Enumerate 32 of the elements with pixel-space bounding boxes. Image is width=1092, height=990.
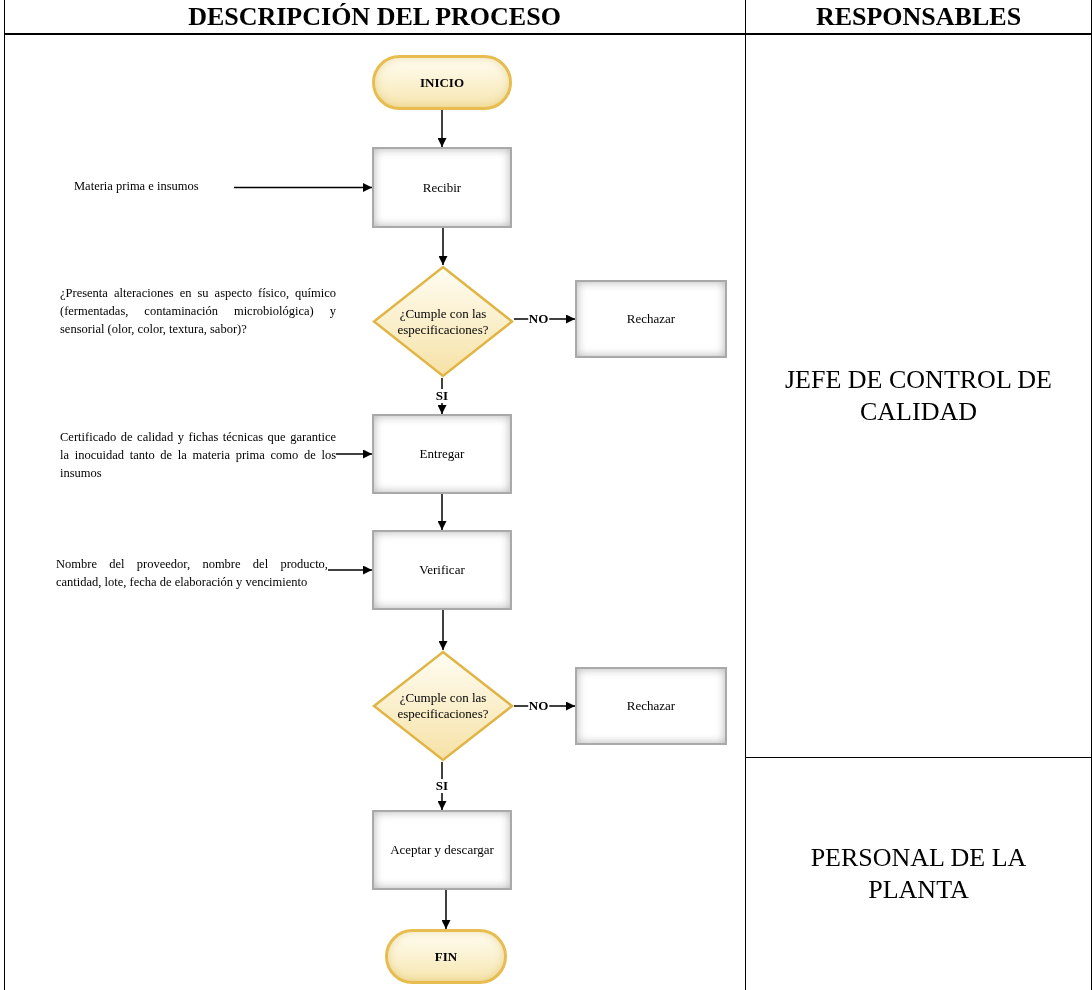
- process-box: Verificar: [372, 530, 512, 610]
- arrow: [437, 109, 447, 148]
- arrow: [438, 609, 448, 651]
- process-box: Entregar: [372, 414, 512, 494]
- decision-diamond: ¿Cumple con las especificaciones?: [372, 265, 514, 378]
- process-box: Rechazar: [575, 280, 727, 358]
- process-box: Aceptar y descargar: [372, 810, 512, 890]
- input-text: Nombre del proveedor, nombre del producto, cantidad, lote, fecha de elaboración y vencimiento: [56, 543, 328, 603]
- arrow: [437, 761, 447, 811]
- edge-label: SI: [434, 389, 450, 403]
- arrow: [327, 565, 373, 575]
- input-text: Materia prima e insumos: [74, 176, 234, 196]
- edge-label: NO: [527, 312, 550, 326]
- arrow: [437, 493, 447, 531]
- arrow: [441, 889, 451, 930]
- process-box: Rechazar: [575, 667, 727, 745]
- terminal-shape: INICIO: [372, 55, 512, 110]
- terminal-shape: FIN: [385, 929, 507, 984]
- column-header: RESPONSABLES: [815, 4, 1022, 30]
- arrow: [233, 183, 373, 192]
- arrow: [437, 377, 447, 415]
- edge-label: NO: [527, 699, 550, 713]
- decision-diamond: ¿Cumple con las especificaciones?: [372, 650, 514, 762]
- arrow: [335, 449, 373, 459]
- input-text: Certificado de calidad y fichas técnicas que garantice la inocuidad tanto de la materia prima como de los insumos: [60, 425, 336, 485]
- responsible-cell-text: PERSONAL DE LA PLANTA: [809, 841, 1028, 906]
- column-header: DESCRIPCIÓN DEL PROCESO: [188, 4, 561, 30]
- note-text: ¿Presenta alteraciones en su aspecto físico, químico (fermentadas, contaminación microbiológica) y sensorial (olor, color, textura, sabor)?: [60, 285, 336, 338]
- responsible-cell-text: JEFE DE CONTROL DE CALIDAD: [784, 363, 1053, 428]
- process-box: Recibir: [372, 147, 512, 228]
- arrow: [438, 227, 448, 266]
- edge-label: SI: [434, 779, 450, 793]
